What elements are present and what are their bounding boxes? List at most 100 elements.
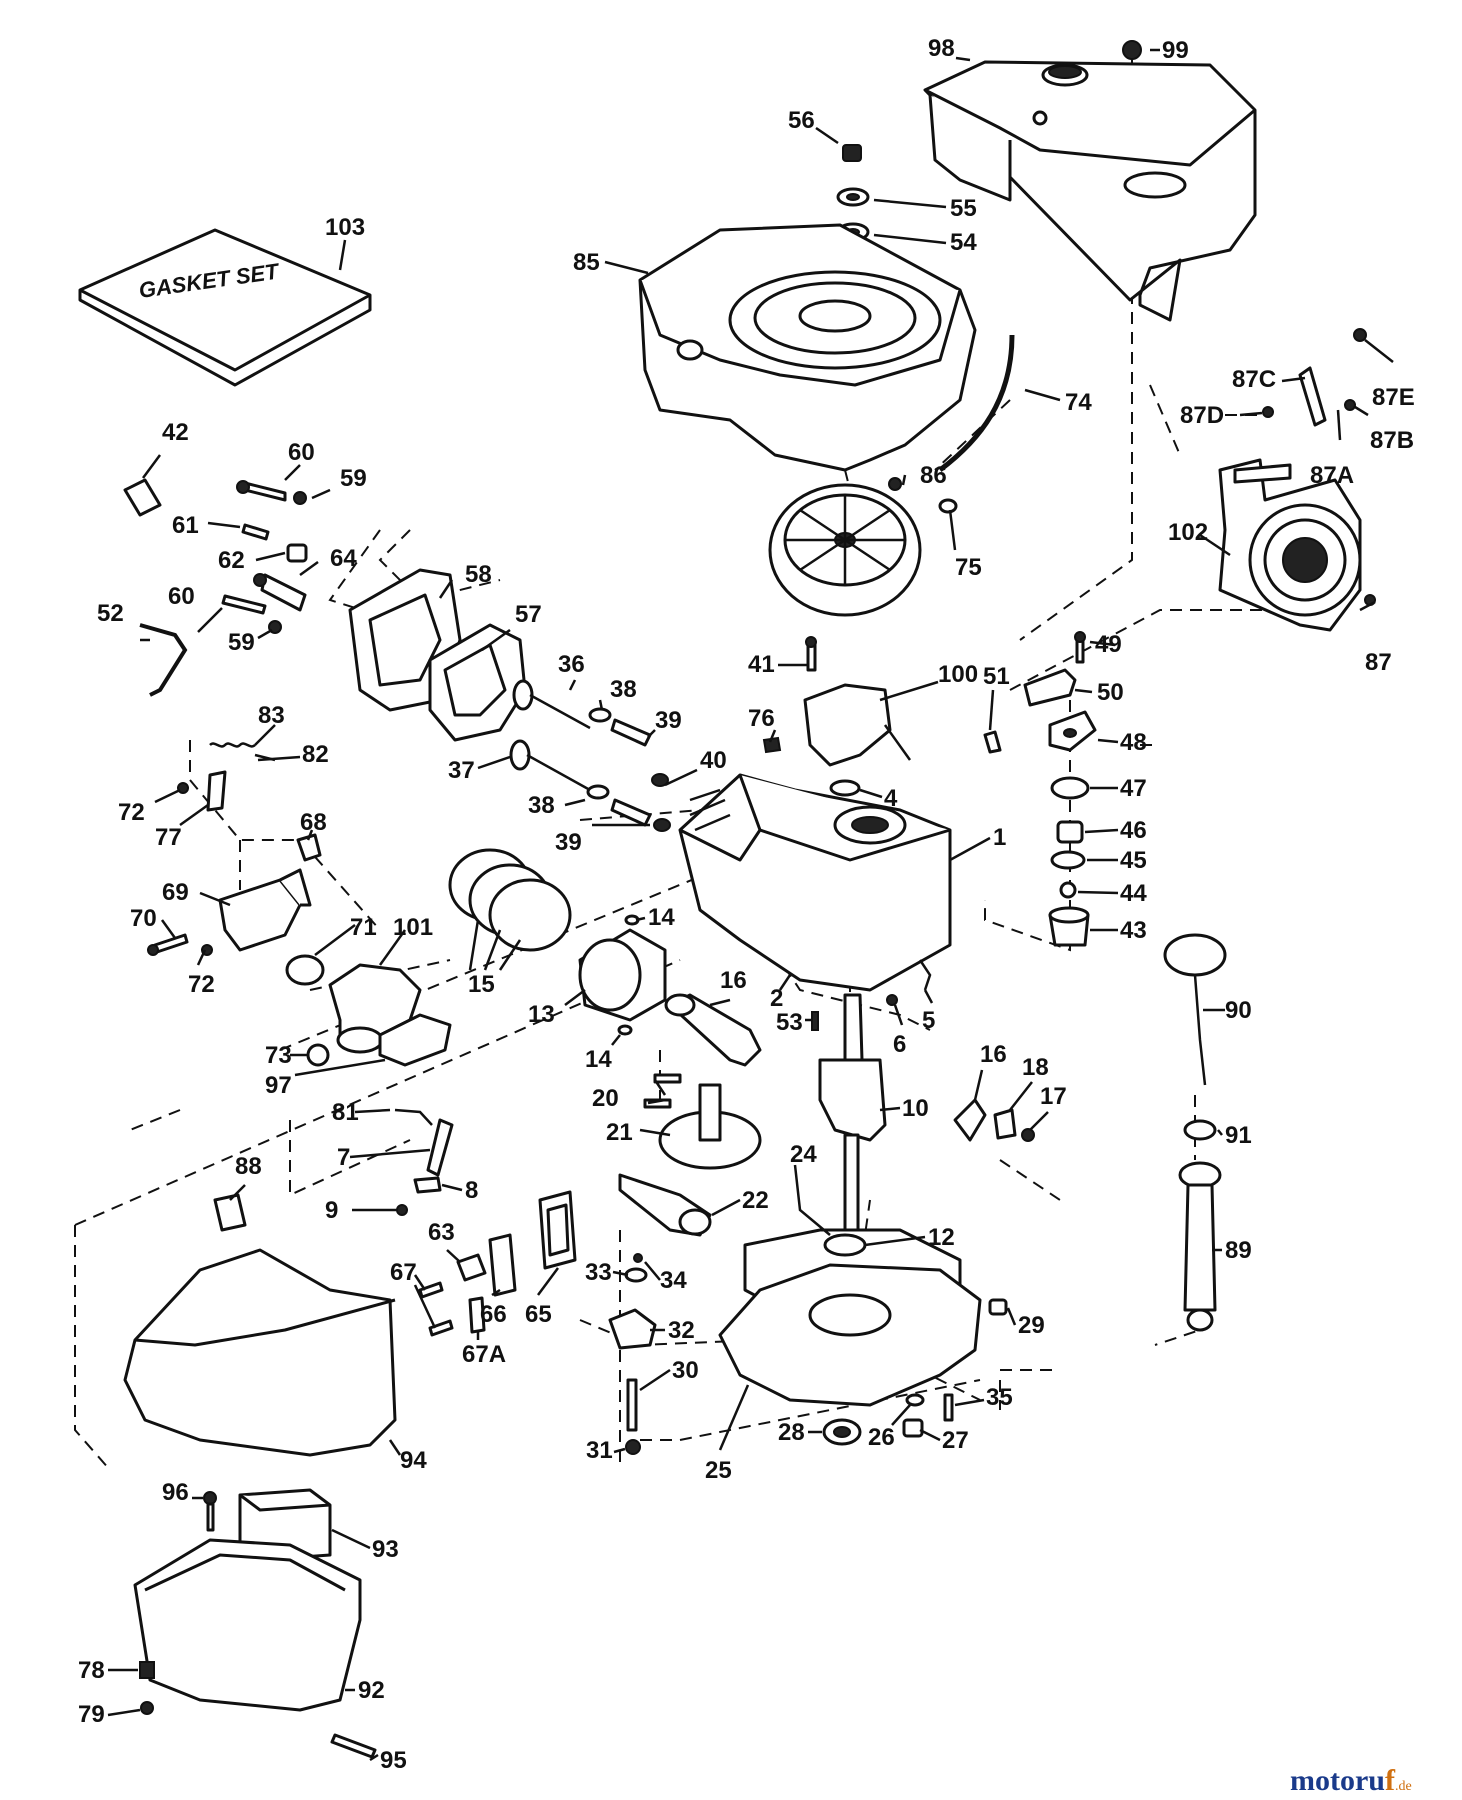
part-16-connecting-rod bbox=[664, 993, 762, 1067]
part-label: 67A bbox=[462, 1341, 506, 1368]
part-18-lock bbox=[993, 1108, 1017, 1140]
part-label: 6 bbox=[893, 1031, 906, 1058]
part-35-bolt bbox=[943, 1393, 954, 1422]
part-label: 69 bbox=[162, 879, 189, 906]
part-label: 99 bbox=[1162, 37, 1189, 64]
part-label: 25 bbox=[705, 1457, 732, 1484]
part-label: 60 bbox=[288, 439, 315, 466]
part-69-bracket bbox=[218, 868, 312, 952]
part-label: 4 bbox=[884, 785, 898, 812]
part-label: 26 bbox=[868, 1424, 895, 1451]
part-64-spark-plug bbox=[253, 573, 307, 612]
part-label: 50 bbox=[1097, 679, 1124, 706]
part-label: 47 bbox=[1120, 775, 1147, 802]
part-31-washer bbox=[625, 1439, 641, 1455]
part-label: 101 bbox=[393, 914, 433, 941]
part-76-key bbox=[762, 736, 782, 754]
part-27-plug bbox=[902, 1418, 924, 1438]
part-102-recoil-starter bbox=[1218, 458, 1362, 632]
part-label: 103 bbox=[325, 214, 365, 241]
part-label: 95 bbox=[380, 1747, 407, 1774]
part-label: 2 bbox=[770, 985, 783, 1012]
part-21-cam-gear bbox=[658, 1083, 762, 1170]
part-75-clamp bbox=[938, 498, 958, 514]
part-label: 36 bbox=[558, 651, 585, 678]
part-label: 42 bbox=[162, 419, 189, 446]
part-label: 53 bbox=[776, 1009, 803, 1036]
part-40-seals bbox=[651, 773, 671, 832]
part-label: 20 bbox=[592, 1085, 619, 1112]
part-10-crankshaft bbox=[818, 993, 887, 1237]
part-30-shaft bbox=[626, 1378, 638, 1432]
part-70-screw bbox=[147, 933, 189, 956]
part-label: 13 bbox=[528, 1001, 555, 1028]
part-103-gasket-set: GASKET SET bbox=[78, 228, 372, 387]
watermark-main: motoru bbox=[1290, 1764, 1385, 1797]
part-38-retainers bbox=[586, 707, 612, 800]
part-label: 56 bbox=[788, 107, 815, 134]
part-label: 1 bbox=[993, 824, 1006, 851]
part-label: 71 bbox=[350, 914, 377, 941]
part-label: 37 bbox=[448, 757, 475, 784]
part-label: 16 bbox=[720, 967, 747, 994]
part-label: 60 bbox=[168, 583, 195, 610]
part-label: 97 bbox=[265, 1072, 292, 1099]
part-17-bolt bbox=[1021, 1128, 1035, 1142]
part-label: 65 bbox=[525, 1301, 552, 1328]
part-label: 28 bbox=[778, 1419, 805, 1446]
part-42-cap bbox=[123, 478, 162, 517]
part-32-governor bbox=[608, 1308, 657, 1350]
part-label: 74 bbox=[1065, 389, 1092, 416]
part-label: 58 bbox=[465, 561, 492, 588]
part-22-cam-follower bbox=[618, 1173, 712, 1237]
part-label: 70 bbox=[130, 905, 157, 932]
part-label: 22 bbox=[742, 1187, 769, 1214]
part-label: 54 bbox=[950, 229, 977, 256]
part-label: 14 bbox=[585, 1046, 612, 1073]
part-83-spring bbox=[209, 742, 256, 748]
part-label: 83 bbox=[258, 702, 285, 729]
part-label: 82 bbox=[302, 741, 329, 768]
part-33-washer bbox=[624, 1267, 648, 1283]
part-label: 24 bbox=[790, 1141, 817, 1168]
watermark-tld: .de bbox=[1395, 1779, 1412, 1794]
part-88-gasket bbox=[213, 1193, 247, 1232]
part-91-seal bbox=[1183, 1119, 1217, 1141]
part-label: 39 bbox=[555, 829, 582, 856]
part-37-valve bbox=[509, 739, 591, 792]
part-9-screw bbox=[396, 1204, 408, 1216]
part-62-spacer bbox=[286, 543, 308, 563]
part-label: 14 bbox=[648, 904, 675, 931]
part-16b-cap bbox=[953, 1098, 987, 1142]
part-25-crankcase-base bbox=[718, 1263, 982, 1407]
part-label: 48 bbox=[1120, 729, 1147, 756]
part-36-valve bbox=[512, 679, 591, 730]
part-label: 38 bbox=[610, 676, 637, 703]
part-label: 98 bbox=[928, 35, 955, 62]
part-48-plate bbox=[1048, 710, 1097, 752]
part-label: 87 bbox=[1365, 649, 1392, 676]
part-label: 41 bbox=[748, 651, 775, 678]
part-label: 79 bbox=[78, 1701, 105, 1728]
part-60-bolt bbox=[236, 480, 287, 502]
part-60b-bolt bbox=[221, 594, 267, 615]
part-label: 81 bbox=[332, 1099, 359, 1126]
part-label: 30 bbox=[672, 1357, 699, 1384]
part-label: 15 bbox=[468, 971, 495, 998]
part-65-gasket bbox=[538, 1190, 577, 1270]
part-61-screw bbox=[241, 523, 270, 541]
part-85-blower-housing bbox=[638, 223, 977, 472]
part-label: 17 bbox=[1040, 1083, 1067, 1110]
part-92-filter-housing bbox=[133, 1538, 362, 1712]
part-label: 86 bbox=[920, 462, 947, 489]
part-1-engine-block bbox=[678, 773, 952, 992]
part-98-fuel-tank bbox=[923, 60, 1257, 322]
part-50-tube bbox=[1023, 668, 1077, 707]
part-label: 44 bbox=[1120, 880, 1147, 907]
part-label: 73 bbox=[265, 1042, 292, 1069]
part-95-screw bbox=[330, 1733, 377, 1759]
part-label: 33 bbox=[585, 1259, 612, 1286]
part-labels: 98 99 56 55 54 103 85 74 87C 87E 87D 87B… bbox=[78, 35, 1415, 1774]
part-5-wire bbox=[918, 959, 932, 991]
part-label: 52 bbox=[97, 600, 124, 627]
